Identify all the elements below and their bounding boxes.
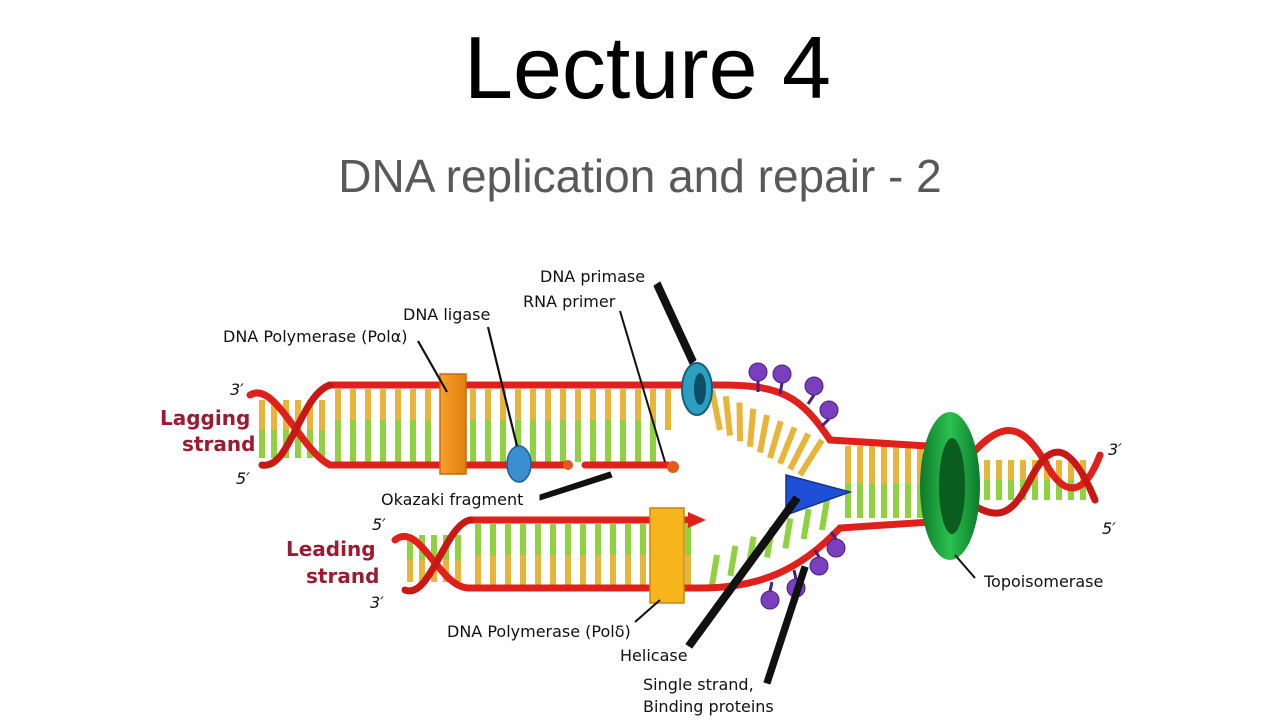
base-pair-rung [736,402,743,442]
label-leading-strand-2: strand [306,564,379,588]
base-pair-rung [747,408,757,448]
base-pair-rung [787,432,811,471]
label-helicase: Helicase [620,646,688,665]
end-leading-top: 5′ [372,515,386,534]
base-pair-rung [819,499,830,531]
topoisomerase-hole [939,438,965,534]
base-pair-rung [709,389,723,431]
end-leading-bottom: 3′ [370,593,384,612]
slide-title: Lecture 4 [464,18,831,117]
label-pol-alpha: DNA Polymerase (Polα) [223,327,408,346]
base-pair-rung [727,545,739,577]
slide-subtitle: DNA replication and repair - 2 [338,150,942,202]
pol-alpha-shape [439,373,467,475]
label-pol-delta: DNA Polymerase (Polδ) [447,622,631,641]
label-dna-ligase: DNA ligase [403,305,490,324]
label-lagging-strand-2: strand [182,432,255,456]
pointer-lines [417,281,976,685]
base-pair-rung [709,554,720,586]
label-ssb-line2: Binding proteins [643,697,774,716]
label-topoisomerase: Topoisomerase [983,572,1103,591]
end-lagging-top: 3′ [230,380,244,399]
end-lagging-bottom: 5′ [236,469,250,488]
pol-delta-shape [649,507,685,604]
label-leading-strand-1: Leading [286,537,376,561]
label-ssb-line1: Single strand, [643,675,754,694]
base-pair-rung [777,426,798,465]
end-right-top: 3′ [1108,440,1122,459]
base-pair-rung [782,517,794,549]
base-pair-rung [757,414,770,454]
base-pair-rung [722,395,733,436]
base-pair-rung [797,438,825,477]
label-lagging-strand-1: Lagging [160,406,250,430]
label-okazaki-fragment: Okazaki fragment [381,490,523,509]
label-rna-primer: RNA primer [523,292,616,311]
base-pair-rung [767,420,784,459]
end-right-bottom: 5′ [1102,519,1116,538]
parental-helix [961,427,1104,517]
helicase-shape [785,474,853,517]
label-dna-primase: DNA primase [540,267,645,286]
base-pair-rung [800,508,812,540]
dna-primase-hole [694,373,706,405]
dna-ligase-shape [506,445,532,483]
